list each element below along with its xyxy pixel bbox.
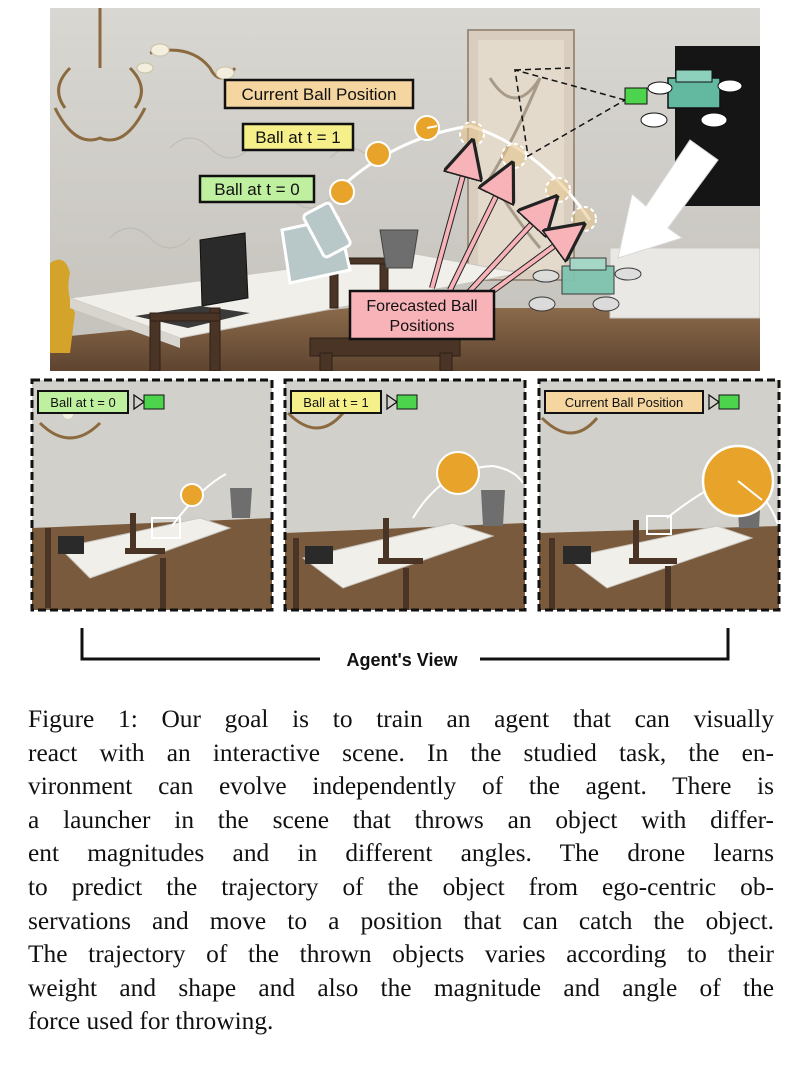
panel-label-bg	[37, 390, 129, 414]
trash-bin	[379, 229, 419, 269]
panel-label: Ball at t = 0	[50, 395, 115, 410]
label-current-ball-position: Current Ball Position	[223, 78, 415, 110]
agent-view-panel-t0: Ball at t = 0	[30, 378, 274, 612]
label-forecasted-ball-positions: Forecasted Ball Positions	[348, 289, 496, 341]
panel-label: Ball at t = 1	[303, 395, 368, 410]
caption-line: force used for throwing.	[28, 1007, 274, 1036]
svg-text:Current Ball Position: Current Ball Position	[242, 85, 397, 104]
ball-t0	[329, 179, 355, 205]
agent-view-panel-current: Current Ball Position	[537, 378, 781, 612]
caption-line: The trajectory of the thrown objects var…	[28, 940, 774, 969]
caption-line: to predict the trajectory of the object …	[28, 872, 774, 901]
main-scene-figure: Current Ball Position Ball at t = 1 Ball…	[50, 8, 760, 371]
drone-top	[640, 69, 743, 128]
caption-line: vironment can evolve independently of th…	[28, 772, 774, 801]
camera-icon	[624, 87, 648, 105]
svg-text:Forecasted Ball: Forecasted Ball	[366, 298, 477, 315]
drone-bottom	[528, 257, 642, 312]
camera-icon	[718, 394, 740, 410]
caption-line: weight and shape and also the magnitude …	[28, 973, 774, 1002]
caption-line: a launcher in the scene that throws an o…	[28, 805, 774, 834]
move-arrow	[617, 139, 719, 259]
panel-label-bg	[544, 390, 704, 414]
panel-label: Current Ball Position	[565, 395, 684, 410]
caption-line: Figure 1: Our goal is to train an agent …	[28, 705, 774, 733]
panel-label-bg	[290, 390, 382, 414]
camera-icon	[143, 394, 165, 410]
side-cabinet	[609, 247, 760, 319]
svg-text:Positions: Positions	[390, 318, 455, 335]
svg-text:Ball at t = 0: Ball at t = 0	[214, 180, 300, 199]
caption-line: react with an interactive scene. In the …	[28, 738, 774, 767]
camera-frustum	[514, 67, 626, 158]
chairs	[149, 257, 461, 371]
launcher	[280, 201, 352, 285]
camera-icon	[396, 394, 418, 410]
caption-line: ent magnitudes and in different angles. …	[28, 839, 774, 868]
figure-caption: Figure 1: Our goal is to train an agent …	[28, 703, 774, 1039]
label-ball-t0: Ball at t = 0	[198, 174, 316, 204]
chandelier-lamps	[136, 43, 235, 80]
svg-text:Ball at t = 1: Ball at t = 1	[255, 128, 341, 147]
agent-view-panel-t1: Ball at t = 1	[283, 378, 527, 612]
agent-view-label: Agent's View	[347, 650, 459, 670]
agent-view-bracket: Agent's View	[80, 628, 730, 672]
ball-t1	[365, 141, 391, 167]
caption-line: servations and move to a position that c…	[28, 906, 774, 935]
gold-statue	[50, 259, 75, 353]
label-ball-t1: Ball at t = 1	[241, 122, 355, 152]
